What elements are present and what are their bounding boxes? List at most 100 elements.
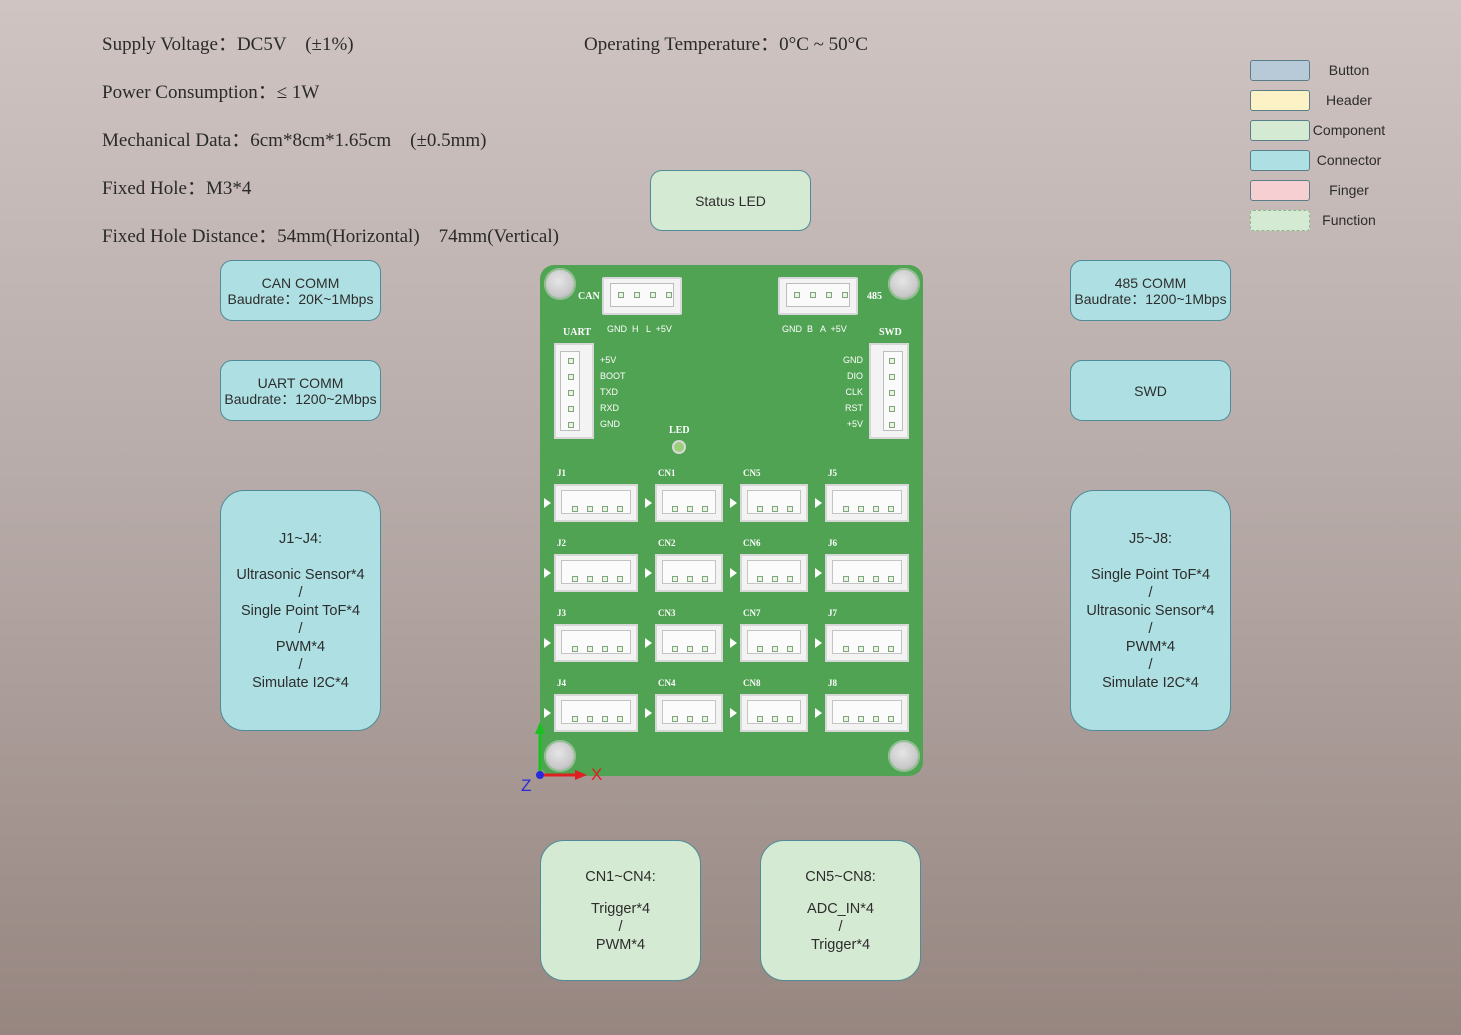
connector-label-cn3: CN3 bbox=[658, 608, 676, 618]
connector-pin bbox=[872, 646, 879, 652]
swd-label: SWD bbox=[1134, 382, 1167, 399]
j5-j8-function-2: Ultrasonic Sensor*4 bbox=[1086, 602, 1215, 619]
legend-label-function: Function bbox=[1322, 212, 1376, 228]
j1-j4-function-1: Ultrasonic Sensor*4 bbox=[236, 566, 365, 583]
j1-j4-function-2: Single Point ToF*4 bbox=[240, 602, 361, 619]
swd-pin-label: +5V bbox=[846, 419, 863, 429]
pin1-marker bbox=[544, 708, 551, 718]
can-comm-title: CAN COMM bbox=[261, 274, 340, 291]
mounting-hole-top-left bbox=[544, 268, 576, 300]
connector-pin bbox=[672, 716, 678, 722]
x-axis-label: X bbox=[591, 765, 603, 784]
swd-silk-label: SWD bbox=[879, 327, 902, 338]
j5-j8-title: J5~J8: bbox=[1128, 530, 1173, 547]
connector-pin bbox=[687, 576, 693, 582]
uart-pin-label: TXD bbox=[600, 387, 618, 397]
pin1-marker bbox=[645, 568, 652, 578]
connector-label-j8: J8 bbox=[828, 678, 837, 688]
legend-item-component: Component bbox=[1250, 120, 1410, 142]
led-silk-label: LED bbox=[669, 425, 690, 436]
pin1-marker bbox=[815, 708, 822, 718]
legend-label-button: Button bbox=[1328, 62, 1370, 78]
connector-pin bbox=[757, 716, 763, 722]
pin1-marker bbox=[645, 638, 652, 648]
j5-j8-separator-3: / bbox=[1148, 656, 1153, 673]
connector-j4 bbox=[554, 694, 638, 732]
spec-power-consumption: Power Consumption：≤ 1W bbox=[102, 82, 320, 103]
mounting-hole-top-right bbox=[888, 268, 920, 300]
connector-cn8 bbox=[740, 694, 808, 732]
connector-label-j3: J3 bbox=[557, 608, 566, 618]
j1-j4-separator-2: / bbox=[298, 620, 303, 637]
connector-cn3 bbox=[655, 624, 723, 662]
swd-box: SWD bbox=[1070, 360, 1231, 421]
connector-label-cn2: CN2 bbox=[658, 538, 676, 548]
connector-pin bbox=[586, 576, 593, 582]
pin1-marker bbox=[815, 638, 822, 648]
axis-indicator bbox=[535, 722, 587, 780]
connector-pin bbox=[887, 506, 894, 512]
legend-label-finger: Finger bbox=[1329, 182, 1369, 198]
legend-swatch-connector bbox=[1250, 150, 1310, 171]
connector-label-cn4: CN4 bbox=[658, 678, 676, 688]
connector-label-cn7: CN7 bbox=[743, 608, 761, 618]
uart-pin-label: RXD bbox=[600, 403, 620, 413]
connector-pin bbox=[787, 576, 793, 582]
connector-label-j4: J4 bbox=[557, 678, 566, 688]
connector-pin bbox=[872, 506, 879, 512]
connector-pin bbox=[842, 646, 849, 652]
connector-label-cn5: CN5 bbox=[743, 468, 761, 478]
cn1-cn4-function-2: PWM*4 bbox=[595, 936, 646, 953]
connector-label-j5: J5 bbox=[828, 468, 837, 478]
connector-pin bbox=[586, 716, 593, 722]
spec-mechanical-data: Mechanical Data：6cm*8cm*1.65cm (±0.5mm) bbox=[102, 130, 487, 151]
connector-pin bbox=[672, 646, 678, 652]
connector-label-j6: J6 bbox=[828, 538, 837, 548]
x-axis-arrow bbox=[575, 770, 587, 780]
cn1-cn4-separator: / bbox=[618, 918, 623, 935]
connector-pin bbox=[586, 646, 593, 652]
status-led-indicator bbox=[672, 440, 686, 454]
connector-pin bbox=[687, 646, 693, 652]
connector-pin bbox=[857, 646, 864, 652]
connector-j5 bbox=[825, 484, 909, 522]
connector-cn2 bbox=[655, 554, 723, 592]
spec-supply-voltage: Supply Voltage：DC5V (±1%) bbox=[102, 34, 354, 55]
connector-label-j2: J2 bbox=[557, 538, 566, 548]
connector-pin bbox=[702, 506, 708, 512]
connector-pin bbox=[772, 576, 778, 582]
legend-swatch-component bbox=[1250, 120, 1310, 141]
pin1-marker bbox=[544, 498, 551, 508]
spec-operating-temperature: Operating Temperature：0°C ~ 50°C bbox=[584, 34, 868, 55]
cn5-cn8-title: CN5~CN8: bbox=[805, 868, 876, 885]
pin1-marker bbox=[730, 568, 737, 578]
legend-swatch-header bbox=[1250, 90, 1310, 111]
connector-cn4 bbox=[655, 694, 723, 732]
pin1-marker bbox=[815, 568, 822, 578]
z-axis-origin bbox=[536, 771, 544, 779]
j5-j8-function-3: PWM*4 bbox=[1125, 638, 1176, 655]
connector-pin bbox=[857, 716, 864, 722]
pin1-marker bbox=[815, 498, 822, 508]
connector-j6 bbox=[825, 554, 909, 592]
j1-j4-box: J1~J4: Ultrasonic Sensor*4 / Single Poin… bbox=[220, 490, 381, 731]
connector-pin bbox=[787, 716, 793, 722]
connector-pin bbox=[857, 506, 864, 512]
connector-pin bbox=[616, 506, 623, 512]
cn1-cn4-title: CN1~CN4: bbox=[585, 868, 656, 885]
j1-j4-function-3: PWM*4 bbox=[275, 638, 326, 655]
connector-j8 bbox=[825, 694, 909, 732]
pin1-marker bbox=[544, 568, 551, 578]
pin1-marker bbox=[645, 498, 652, 508]
connector-pin bbox=[872, 576, 879, 582]
comm-485-title: 485 COMM bbox=[1114, 274, 1187, 291]
can-header bbox=[602, 277, 682, 315]
mounting-hole-bottom-right bbox=[888, 740, 920, 772]
comm-485-baudrate: Baudrate：1200~1Mbps bbox=[1074, 290, 1227, 307]
y-axis-arrow bbox=[535, 722, 545, 734]
connector-pin bbox=[842, 576, 849, 582]
j1-j4-title: J1~J4: bbox=[278, 530, 323, 547]
can-comm-box: CAN COMM Baudrate：20K~1Mbps bbox=[220, 260, 381, 321]
legend-item-connector: Connector bbox=[1250, 150, 1410, 172]
connector-label-j1: J1 bbox=[557, 468, 566, 478]
